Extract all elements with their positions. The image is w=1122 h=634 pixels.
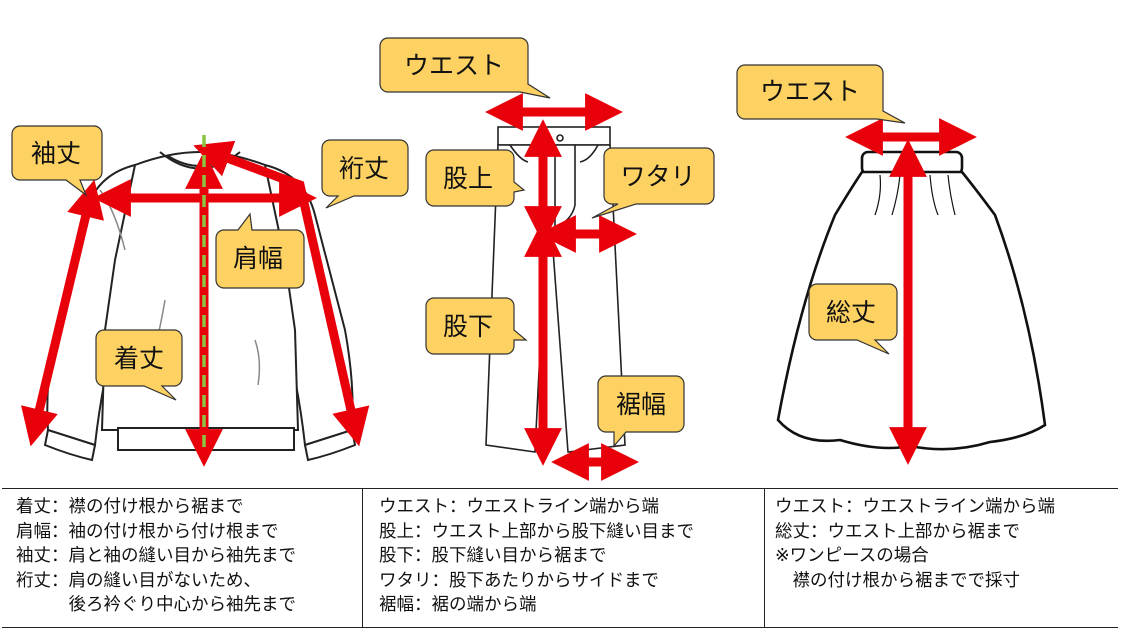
legend-line: 着丈：襟の付け根から裾まで xyxy=(16,497,244,517)
callout-thigh-label: ワタリ xyxy=(620,162,695,191)
legend-tops: 着丈：襟の付け根から裾まで 肩幅：袖の付け根から付け根まで 袖丈：肩と袖の縫い目… xyxy=(2,489,363,627)
callout-skirt-waist: ウエスト xyxy=(736,64,906,124)
callout-pants-waist: ウエスト xyxy=(379,37,551,99)
legend-line: 肩幅：袖の付け根から付け根まで xyxy=(16,521,279,542)
callout-yuki-label: 裄丈 xyxy=(339,154,389,183)
callout-rise: 股上 xyxy=(425,149,526,207)
legend-line: ウエスト：ウエストライン端から端 xyxy=(775,497,1055,517)
legend-line: 股下：股下縫い目から裾まで xyxy=(379,546,607,566)
callout-total-length-label: 総丈 xyxy=(826,298,876,327)
legend-line: 後ろ衿ぐり中心から袖先まで xyxy=(16,595,296,615)
legend-line: 襟の付け根から裾までで採寸 xyxy=(775,570,1020,591)
sleeve-arrow xyxy=(21,179,104,447)
callout-yuki: 裄丈 xyxy=(321,139,409,209)
legend-pants: ウエスト：ウエストライン端から端 股上：ウエスト上部から股下縫い目まで 股下：股… xyxy=(363,489,765,627)
callout-total-length: 総丈 xyxy=(808,283,898,355)
legend-line: ワタリ：股下あたりからサイドまで xyxy=(379,570,659,591)
callout-hem: 裾幅 xyxy=(597,375,685,448)
callout-inseam-label: 股下 xyxy=(443,312,493,341)
callout-length-label: 着丈 xyxy=(114,344,164,373)
legend-table: 着丈：襟の付け根から裾まで 肩幅：袖の付け根から付け根まで 袖丈：肩と袖の縫い目… xyxy=(2,488,1118,628)
legend-line: 裄丈：肩の縫い目がないため、 xyxy=(16,570,261,591)
legend-skirt: ウエスト：ウエストライン端から端 総丈：ウエスト上部から裾まで ※ワンピースの場… xyxy=(765,489,1118,627)
callout-inseam: 股下 xyxy=(425,297,528,355)
callout-skirt-waist-label: ウエスト xyxy=(760,77,860,106)
callout-sleeve: 袖丈 xyxy=(11,125,103,197)
callout-hem-label: 裾幅 xyxy=(616,390,666,419)
legend-line: 裾幅：裾の端から端 xyxy=(379,595,537,615)
legend-line: ※ワンピースの場合 xyxy=(775,546,929,566)
callout-sleeve-label: 袖丈 xyxy=(31,139,81,168)
callout-thigh: ワタリ xyxy=(591,147,715,219)
legend-line: 股上：ウエスト上部から股下縫い目まで xyxy=(379,521,694,542)
legend-line: ウエスト：ウエストライン端から端 xyxy=(379,497,659,517)
callout-rise-label: 股上 xyxy=(443,164,493,193)
callout-length: 着丈 xyxy=(95,329,183,401)
callout-pants-waist-label: ウエスト xyxy=(404,51,504,80)
callout-shoulder: 肩幅 xyxy=(215,212,305,289)
callout-shoulder-label: 肩幅 xyxy=(233,244,283,273)
legend-line: 袖丈：肩と袖の縫い目から袖先まで xyxy=(16,546,296,566)
legend-line: 総丈：ウエスト上部から裾まで xyxy=(775,521,1020,542)
